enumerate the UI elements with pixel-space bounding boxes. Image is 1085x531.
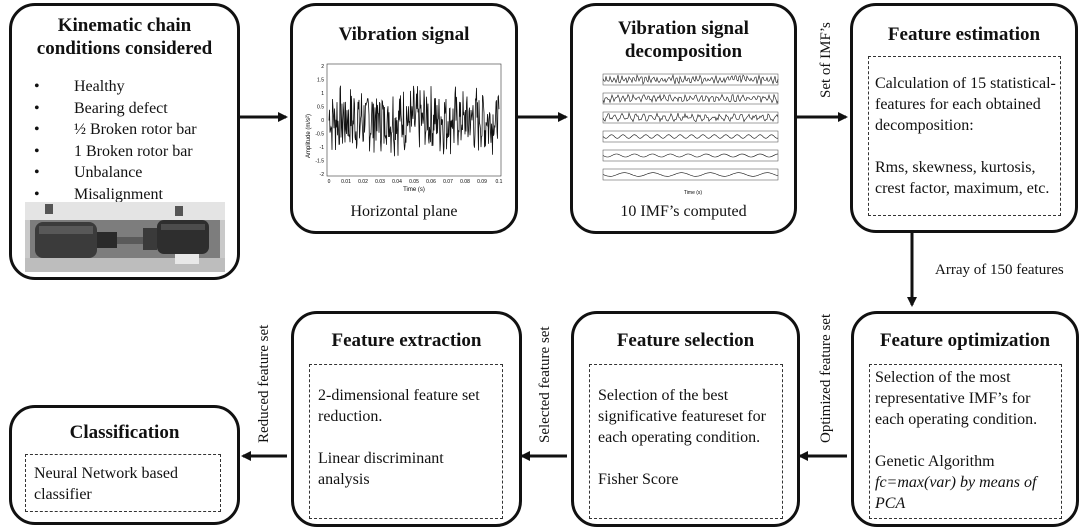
imf-signal-line xyxy=(602,153,779,158)
imf-subplot-frame xyxy=(602,92,779,105)
condition-item: Healthy xyxy=(34,76,197,98)
vibration-xtick: 0.08 xyxy=(460,179,470,185)
vibration-xtick: 0.02 xyxy=(358,179,368,185)
decomposition-box: Vibration signal decomposition Time (s) … xyxy=(570,3,797,234)
motor-photo xyxy=(25,202,225,272)
label-set-of-imfs: Set of IMF’s xyxy=(818,22,834,98)
vibration-ytick: -2 xyxy=(320,172,325,178)
vibration-xtick: 0.03 xyxy=(375,179,385,185)
vibration-ytick: 0.5 xyxy=(317,105,324,111)
classification-text-1: Neural Network based classifier xyxy=(34,465,178,503)
vibration-xtick: 0.09 xyxy=(477,179,487,185)
decomposition-caption: 10 IMF’s computed xyxy=(620,203,747,220)
imf-signal-line xyxy=(602,172,779,177)
imf-subplot-frame xyxy=(602,168,779,181)
vibration-xlabel: Time (s) xyxy=(403,187,425,193)
condition-item: Misalignment xyxy=(34,184,197,206)
vibration-ytick: -0.5 xyxy=(315,132,324,138)
condition-item: 1 Broken rotor bar xyxy=(34,141,197,163)
vibration-xtick: 0.05 xyxy=(409,179,419,185)
vibration-ytick: 0 xyxy=(321,118,324,124)
selection-title: Feature selection xyxy=(616,330,755,351)
imf-signal-line xyxy=(602,112,779,123)
label-array-of-features: Array of 150 features xyxy=(935,262,1064,278)
feature-extraction-box: Feature extraction 2-dimensional feature… xyxy=(291,311,522,527)
vibration-xtick: 0.06 xyxy=(426,179,436,185)
extraction-text-1: 2-dimensional feature set reduction. xyxy=(318,387,480,425)
vibration-xtick: 0.07 xyxy=(443,179,453,185)
condition-item: Bearing defect xyxy=(34,98,197,120)
selection-text-1: Selection of the best significative feat… xyxy=(598,387,766,446)
classification-box: Classification Neural Network based clas… xyxy=(9,405,240,525)
vibration-ytick: 1 xyxy=(321,91,324,97)
vibration-ytick: 2 xyxy=(321,64,324,70)
estimation-content: Calculation of 15 statistical-features f… xyxy=(868,56,1061,216)
extraction-text-2: Linear discriminant analysis xyxy=(318,450,444,488)
imf-signal-line xyxy=(602,73,779,85)
vibration-signal-line xyxy=(328,85,500,157)
vibration-xtick: 0 xyxy=(328,179,331,185)
optimization-text-3: fc=max(var) by means of PCA xyxy=(875,474,1037,512)
classification-title: Classification xyxy=(69,422,180,443)
condition-item: Unbalance xyxy=(34,162,197,184)
vibration-ytick: -1.5 xyxy=(315,159,324,165)
vibration-ylabel: Amplitude (m/s²) xyxy=(306,114,312,158)
imf-plot: Time (s) xyxy=(602,73,779,196)
decomposition-title-2: decomposition xyxy=(624,41,743,62)
label-reduced-feature-set: Reduced feature set xyxy=(256,324,272,443)
imf-subplot-frame xyxy=(602,149,779,162)
vibration-xtick: 0.04 xyxy=(392,179,402,185)
label-selected-feature-set: Selected feature set xyxy=(537,326,553,443)
conditions-list: Healthy Bearing defect ½ Broken rotor ba… xyxy=(34,76,197,205)
vibration-title: Vibration signal xyxy=(338,24,470,45)
classification-content: Neural Network based classifier xyxy=(25,454,221,512)
kinematic-title-1: Kinematic chain xyxy=(57,15,192,36)
decomposition-title-1: Vibration signal xyxy=(618,18,749,39)
imf-subplot-frame xyxy=(602,111,779,124)
vibration-xtick: 0.01 xyxy=(341,179,351,185)
imf-xlabel: Time (s) xyxy=(684,190,702,196)
selection-text-2: Fisher Score xyxy=(598,471,679,488)
feature-estimation-box: Feature estimation Calculation of 15 sta… xyxy=(850,3,1078,233)
selection-content: Selection of the best significative feat… xyxy=(589,364,783,519)
vibration-plot: Amplitude (m/s²) 2 1.5 1 0.5 0 -0.5 -1 -1.5 -2 0… xyxy=(306,63,503,193)
imf-signal-line xyxy=(602,93,779,104)
feature-optimization-box: Feature optimization Selection of the mo… xyxy=(851,311,1079,527)
vibration-ytick: 1.5 xyxy=(317,78,324,84)
estimation-title: Feature estimation xyxy=(887,24,1041,45)
estimation-text-1: Calculation of 15 statistical-features f… xyxy=(875,75,1056,134)
optimization-text-2: Genetic Algorithm xyxy=(875,453,995,470)
vibration-ytick: -1 xyxy=(320,145,325,151)
vibration-caption: Horizontal plane xyxy=(350,203,458,220)
optimization-text-1: Selection of the most representative IMF… xyxy=(875,369,1038,428)
optimization-title: Feature optimization xyxy=(879,330,1051,351)
feature-selection-box: Feature selection Selection of the best … xyxy=(571,311,800,527)
label-optimized-feature-set: Optimized feature set xyxy=(818,313,834,443)
imf-signal-line xyxy=(602,134,779,139)
optimization-content: Selection of the most representative IMF… xyxy=(869,364,1062,519)
condition-item: ½ Broken rotor bar xyxy=(34,119,197,141)
extraction-content: 2-dimensional feature set reduction. Lin… xyxy=(309,364,503,519)
estimation-text-2: Rms, skewness, kurtosis, crest factor, m… xyxy=(875,159,1050,197)
kinematic-chain-box: Kinematic chain conditions considered He… xyxy=(9,3,240,280)
vibration-xtick: 0.1 xyxy=(496,179,503,185)
extraction-title: Feature extraction xyxy=(331,330,482,351)
vibration-signal-box: Vibration signal Amplitude (m/s²) 2 1.5 1 0… xyxy=(290,3,518,234)
kinematic-title-2: conditions considered xyxy=(36,38,213,59)
